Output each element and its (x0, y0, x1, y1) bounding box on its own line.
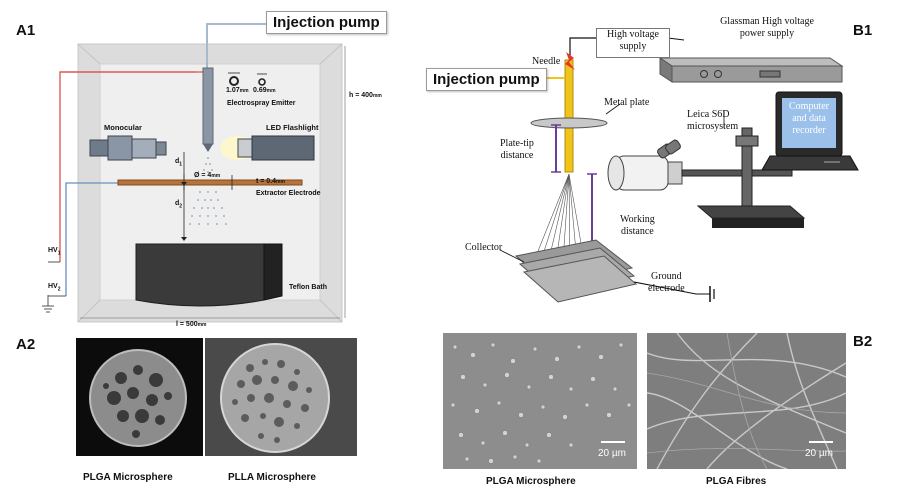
metal-plate-label: Metal plate (604, 97, 650, 108)
b2-plga-caption: PLGA Microsphere (486, 476, 576, 487)
collector-label: Collector (465, 242, 503, 253)
collector (514, 239, 638, 303)
plate-tip-label: Plate-tip distance (500, 138, 534, 161)
glassman-label: Glassman High voltage power supply (720, 16, 814, 39)
panel-label-a2: A2 (16, 336, 36, 353)
needle (564, 59, 574, 173)
hv1-label: HV1 (48, 247, 61, 257)
b1-electrospinning-diagram (499, 37, 859, 303)
bath-label: Teflon Bath (289, 284, 327, 291)
glassman-power-supply (658, 57, 844, 83)
nozzle-small-label: 0.69mm (253, 87, 276, 94)
b1-injection-pump-callout: Injection pump (426, 68, 547, 91)
ground-electrode-label: Ground electrode (648, 271, 685, 294)
scale-bar-left (601, 441, 625, 443)
a1-electrospray-diagram (42, 23, 346, 323)
pump-tube (206, 23, 272, 70)
a2-plga-micrograph (76, 338, 203, 456)
scale-bar-right (809, 441, 833, 443)
d1-label: d1 (175, 158, 183, 168)
monocular (89, 135, 167, 161)
computer-monitor (761, 91, 859, 171)
electrospray-emitter (202, 67, 214, 145)
b2-scale-label-right: 20 µm (805, 448, 833, 459)
diameter-label: Ø = 4mm (194, 172, 221, 179)
hv2-label: HV2 (48, 283, 61, 293)
led-flashlight (220, 135, 315, 161)
nozzle-large-label: 1.07mm (226, 87, 249, 94)
teflon-bath (135, 243, 283, 307)
panel-label-b1: B1 (853, 22, 873, 39)
panel-label-b2: B2 (853, 333, 873, 350)
b2-plga-fibres-micrograph (647, 333, 846, 469)
leica-label: Leica S6D microsystem (687, 109, 739, 132)
thickness-label: t = 0.4mm (256, 178, 285, 185)
nozzle-large-icon (229, 76, 239, 86)
microscope-stand (681, 127, 806, 228)
b2-fibres-caption: PLGA Fibres (706, 476, 767, 487)
d2-label: d2 (175, 200, 183, 210)
ground-wire (633, 281, 710, 295)
extractor-label: Extractor Electrode (256, 190, 321, 197)
spark-icon (565, 52, 575, 70)
a2-plla-micrograph (205, 338, 357, 456)
computer-label: Computer and data recorder (789, 101, 829, 136)
extractor-electrode (117, 179, 303, 186)
metal-plate (530, 117, 608, 129)
height-label: h = 400mm (349, 92, 382, 99)
b2-scale-label-left: 20 µm (598, 448, 626, 459)
b2-plga-microsphere-micrograph (443, 333, 637, 469)
leica-microscope (607, 139, 683, 191)
working-distance-label: Working distance (620, 214, 655, 237)
hv-supply-wire (569, 37, 596, 60)
emitter-label: Electrospray Emitter (227, 100, 296, 107)
needle-label: Needle (532, 56, 561, 67)
length-label: l = 500mm (176, 321, 207, 328)
hv-supply-box: High voltage supply (596, 28, 670, 58)
a2-plla-caption: PLLA Microsphere (228, 472, 316, 483)
hv2-wire (65, 182, 120, 296)
nozzle-small-icon (258, 78, 266, 86)
led-label: LED Flashlight (266, 123, 319, 132)
panel-label-a1: A1 (16, 22, 36, 39)
a1-injection-pump-callout: Injection pump (266, 11, 387, 34)
a2-plga-caption: PLGA Microsphere (83, 472, 173, 483)
monocular-label: Monocular (104, 123, 142, 132)
spray-plume (189, 157, 227, 225)
